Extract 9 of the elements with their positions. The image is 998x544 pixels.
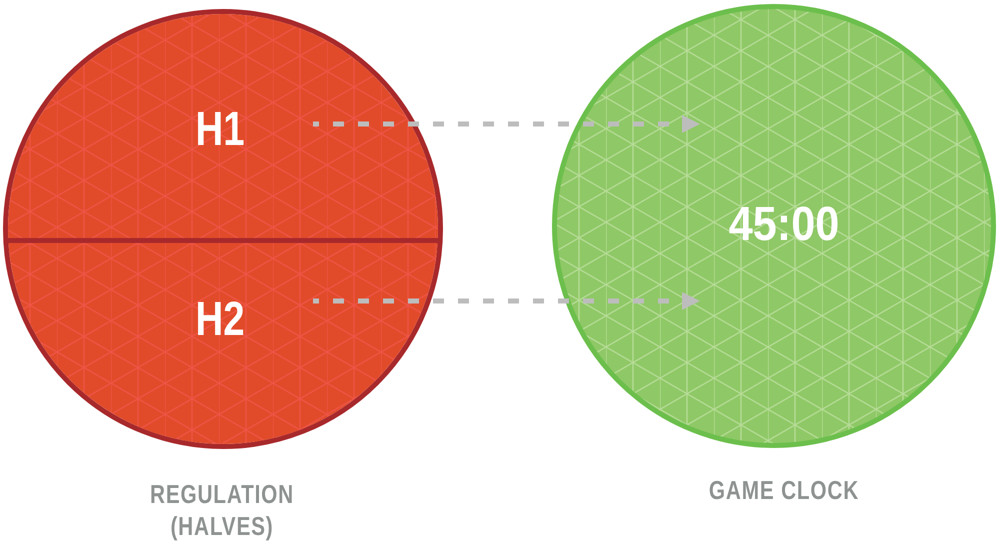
half-label: H1 (195, 106, 245, 154)
dashed-arrow (313, 292, 700, 310)
circle-caption: REGULATION (HALVES) (149, 478, 295, 542)
divided-circle (3, 9, 443, 449)
circle (552, 4, 996, 448)
half-label: H2 (195, 296, 245, 344)
circle-caption: GAME CLOCK (708, 474, 860, 506)
dashed-arrow (313, 115, 700, 133)
time-value: 45:00 (728, 201, 840, 249)
